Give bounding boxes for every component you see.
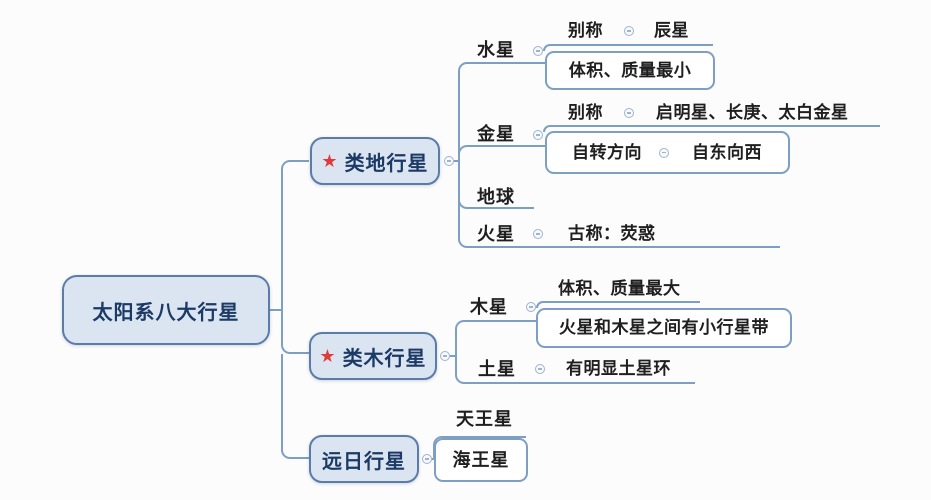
node-venus[interactable]: 金星 bbox=[477, 124, 515, 144]
collapse-button[interactable] bbox=[533, 130, 543, 140]
collapse-button[interactable] bbox=[535, 364, 545, 374]
connector-line bbox=[543, 125, 880, 132]
node-mercury-alias-label[interactable]: 别称 bbox=[568, 21, 603, 40]
connector-line bbox=[458, 161, 780, 248]
connector-line bbox=[458, 62, 545, 161]
root-node-label: 太阳系八大行星 bbox=[92, 301, 240, 324]
node-saturn[interactable]: 土星 bbox=[478, 359, 516, 379]
connector-line bbox=[450, 355, 455, 357]
star-icon: ★ bbox=[319, 346, 336, 366]
node-mars-ancient-name[interactable]: 古称：荧惑 bbox=[568, 224, 656, 243]
jupiter-belt-text: 火星和木星之间有小行星带 bbox=[559, 318, 769, 337]
branch-node-outer[interactable]: 远日行星 bbox=[309, 435, 419, 483]
connector-line bbox=[455, 356, 695, 384]
node-mercury-alias-value[interactable]: 辰星 bbox=[654, 21, 689, 40]
mercury-size-text: 体积、质量最小 bbox=[568, 60, 692, 80]
branch-label-terrestrial: 类地行星 bbox=[344, 152, 429, 175]
node-saturn-rings-fact[interactable]: 有明显土星环 bbox=[566, 359, 671, 378]
connector-line bbox=[454, 160, 459, 162]
collapse-button[interactable] bbox=[444, 156, 454, 166]
node-earth[interactable]: 地球 bbox=[477, 187, 515, 207]
collapse-button[interactable] bbox=[533, 46, 543, 56]
connector-line bbox=[455, 320, 540, 356]
node-mercury[interactable]: 水星 bbox=[477, 40, 515, 60]
collapse-button[interactable] bbox=[440, 351, 450, 361]
connector-line bbox=[281, 160, 309, 309]
branch-node-terrestrial[interactable]: ★ 类地行星 bbox=[310, 137, 440, 185]
node-venus-rotation-fact[interactable]: 自转方向 自东向西 bbox=[545, 131, 790, 174]
star-icon: ★ bbox=[321, 151, 338, 171]
node-mercury-size-fact[interactable]: 体积、质量最小 bbox=[545, 51, 715, 90]
node-jupiter-belt-fact[interactable]: 火星和木星之间有小行星带 bbox=[536, 308, 792, 348]
venus-rotation-value: 自东向西 bbox=[692, 142, 762, 162]
branch-label-jovian: 类木行星 bbox=[342, 347, 427, 370]
collapse-button[interactable] bbox=[624, 108, 634, 118]
venus-rotation-label: 自转方向 bbox=[572, 142, 642, 162]
collapse-button[interactable] bbox=[624, 26, 634, 36]
collapse-button[interactable] bbox=[526, 302, 536, 312]
connector-line bbox=[458, 145, 545, 161]
node-mars[interactable]: 火星 bbox=[477, 224, 515, 244]
connector-line bbox=[281, 309, 309, 354]
neptune-text: 海王星 bbox=[452, 450, 510, 470]
connector-line bbox=[543, 44, 713, 51]
branch-label-outer: 远日行星 bbox=[322, 450, 406, 473]
branch-node-jovian[interactable]: ★ 类木行星 bbox=[309, 332, 437, 380]
connector-line bbox=[270, 309, 281, 311]
node-neptune[interactable]: 海王星 bbox=[434, 438, 528, 482]
collapse-button[interactable] bbox=[659, 147, 669, 158]
collapse-button[interactable] bbox=[533, 229, 543, 239]
node-venus-alias-value[interactable]: 启明星、长庚、太白金星 bbox=[656, 103, 849, 122]
node-jupiter-size-fact[interactable]: 体积、质量最大 bbox=[558, 279, 681, 298]
connector-line bbox=[536, 301, 700, 308]
connector-line bbox=[281, 354, 309, 459]
node-venus-alias-label[interactable]: 别称 bbox=[568, 103, 603, 122]
root-node[interactable]: 太阳系八大行星 bbox=[62, 275, 270, 345]
node-jupiter[interactable]: 木星 bbox=[470, 297, 508, 317]
node-uranus[interactable]: 天王星 bbox=[456, 409, 513, 429]
collapse-button[interactable] bbox=[422, 454, 432, 464]
